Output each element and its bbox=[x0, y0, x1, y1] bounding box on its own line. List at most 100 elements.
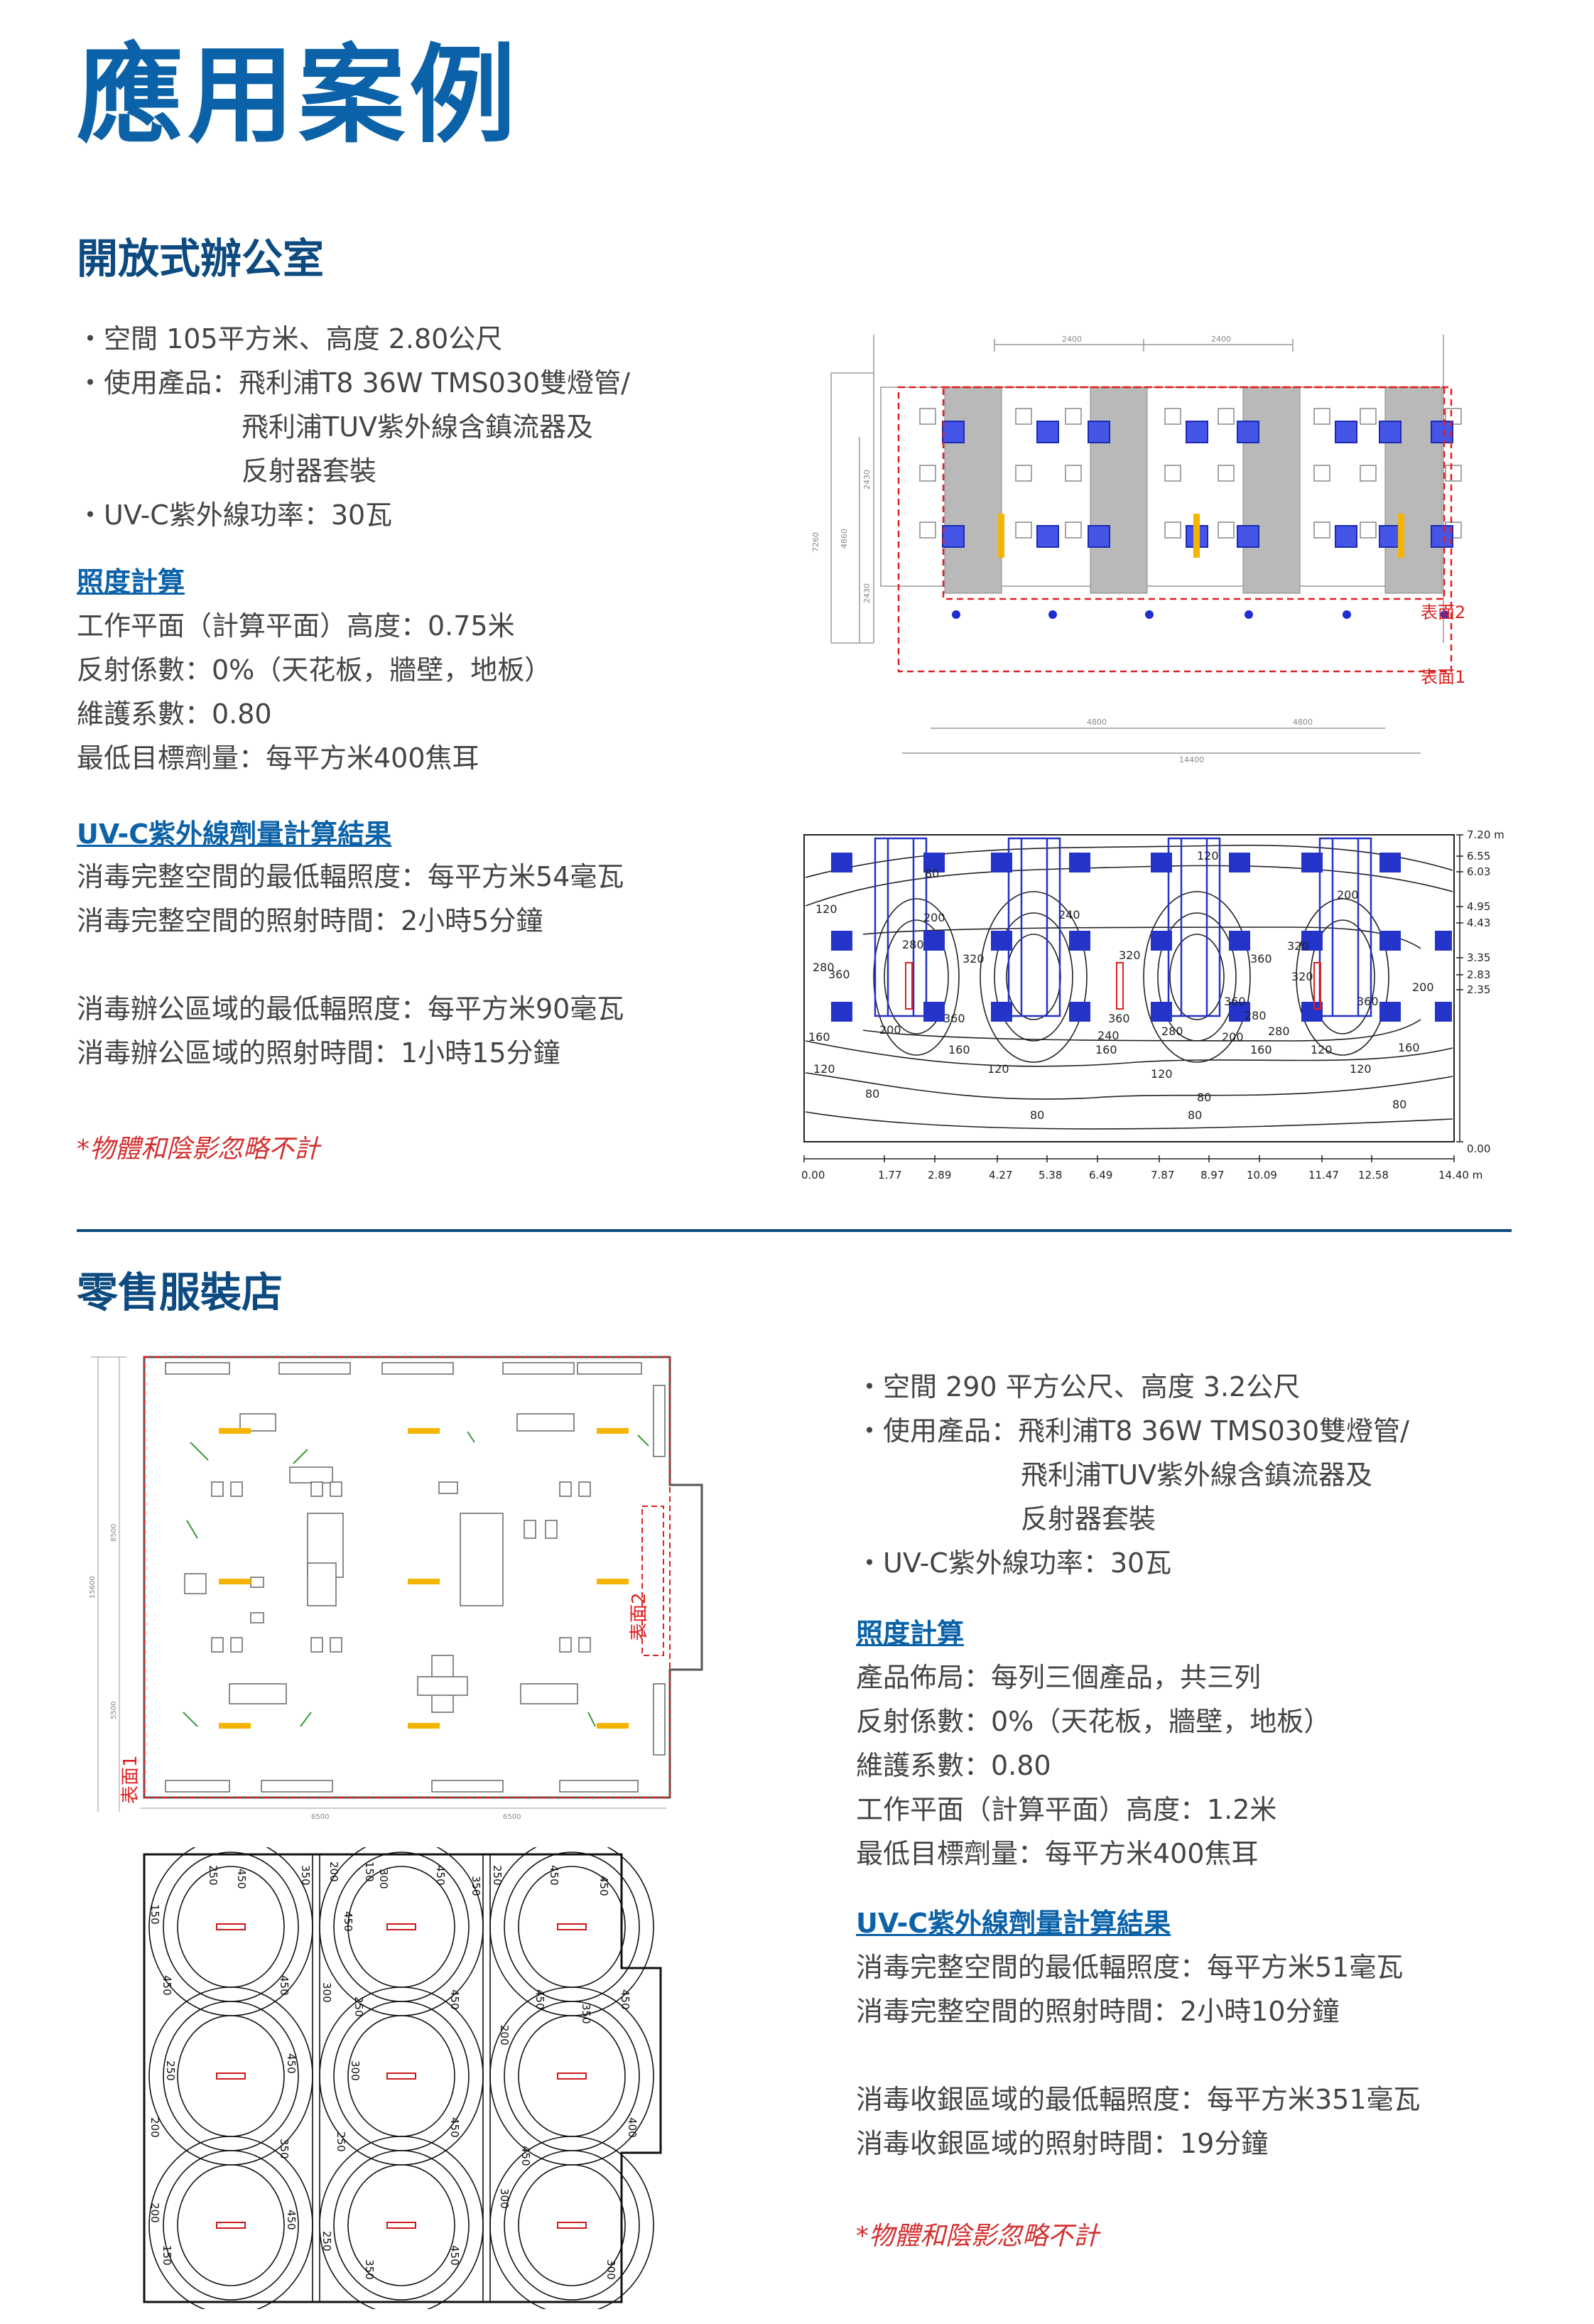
contour-label: 450 bbox=[448, 2245, 461, 2266]
retail-dim: 8500 bbox=[110, 1524, 118, 1542]
retail-result-line: 消毒收銀區域的照射時間：19分鐘 bbox=[856, 2128, 1269, 2159]
retail-result-line: 消毒收銀區域的最低輻照度：每平方米351毫瓦 bbox=[856, 2084, 1421, 2115]
office-calc-line: 維護系數：0.80 bbox=[77, 698, 272, 730]
retail-spec-product: ・使用產品：飛利浦T8 36W TMS030雙燈管/ bbox=[856, 1415, 1409, 1447]
x-tick: 14.40 m bbox=[1438, 1169, 1482, 1182]
y-tick: 0.00 bbox=[1467, 1142, 1490, 1155]
x-tick: 5.38 bbox=[1039, 1169, 1062, 1182]
retail-section-title: 零售服裝店 bbox=[77, 1268, 283, 1317]
retail-calc-block: 產品佈局：每列三個產品，共三列 反射係數：0%（天花板，牆壁，地板） 維護系數：… bbox=[856, 1655, 1330, 1876]
retail-calc-line: 最低目標劑量：每平方米400焦耳 bbox=[856, 1838, 1259, 1869]
contour-label: 350 bbox=[278, 2139, 291, 2159]
office-calc-header: 照度計算 bbox=[77, 566, 185, 598]
y-tick: 6.03 bbox=[1467, 865, 1490, 878]
retail-calc-line: 產品佈局：每列三個產品，共三列 bbox=[856, 1662, 1262, 1693]
contour-label: 200 bbox=[1222, 1030, 1244, 1044]
contour-label: 200 bbox=[879, 1023, 901, 1037]
contour-label: 300 bbox=[320, 1982, 333, 2003]
office-calc-line: 最低目標劑量：每平方米400焦耳 bbox=[77, 742, 479, 774]
contour-label: 150 bbox=[148, 1904, 161, 1925]
office-result-line: 消毒完整空間的最低輻照度：每平方米54毫瓦 bbox=[77, 861, 624, 892]
office-contour-lines bbox=[805, 844, 1453, 1130]
office-contour-y-axis bbox=[1456, 834, 1463, 1142]
retail-dim: 5500 bbox=[110, 1702, 118, 1719]
contour-label: 120 bbox=[1311, 1043, 1333, 1056]
y-tick: 4.43 bbox=[1467, 917, 1490, 929]
retail-dim: 15600 bbox=[89, 1576, 97, 1599]
dim-top: 2400 bbox=[1211, 335, 1231, 344]
retail-spec-product-cont2: 反射器套裝 bbox=[1021, 1503, 1156, 1535]
contour-label: 450 bbox=[278, 1975, 291, 1996]
office-contour-luminaires bbox=[831, 853, 1452, 1022]
retail-contour-lines bbox=[148, 1847, 654, 2309]
contour-label: 360 bbox=[1357, 995, 1379, 1008]
retail-result-line: 消毒完整空間的照射時間：2小時10分鐘 bbox=[856, 1996, 1340, 2027]
dim-top: 2400 bbox=[1062, 335, 1082, 344]
contour-label: 300 bbox=[349, 2060, 362, 2081]
office-section-title: 開放式辦公室 bbox=[77, 234, 325, 283]
y-tick: 7.20 m bbox=[1467, 828, 1504, 841]
contour-label: 450 bbox=[548, 1865, 560, 1886]
retail-result-block: 消毒完整空間的最低輻照度：每平方米51毫瓦 消毒完整空間的照射時間：2小時10分… bbox=[856, 1945, 1421, 2166]
dim-left: 2430 bbox=[862, 470, 872, 490]
contour-label: 200 bbox=[148, 2203, 161, 2223]
dim-left: 7260 bbox=[811, 532, 820, 552]
contour-label: 280 bbox=[813, 961, 835, 974]
contour-label: 360 bbox=[1108, 1012, 1130, 1025]
retail-spec-space: ・空間 290 平方公尺、高度 3.2公尺 bbox=[856, 1371, 1301, 1402]
contour-label: 280 bbox=[1245, 1009, 1267, 1022]
x-tick: 0.00 bbox=[801, 1169, 825, 1182]
x-tick: 8.97 bbox=[1200, 1169, 1224, 1182]
x-tick: 10.09 bbox=[1247, 1169, 1277, 1182]
retail-calc-line: 維護系數：0.80 bbox=[856, 1750, 1051, 1781]
contour-label: 80 bbox=[925, 867, 939, 880]
dim-bottom: 4800 bbox=[1087, 718, 1107, 727]
x-tick: 6.49 bbox=[1089, 1169, 1112, 1182]
retail-result-line: 消毒完整空間的最低輻照度：每平方米51毫瓦 bbox=[856, 1952, 1404, 1983]
contour-label: 300 bbox=[498, 2188, 511, 2209]
office-result-line: 消毒完整空間的照射時間：2小時5分鐘 bbox=[77, 905, 543, 936]
retail-calc-header: 照度計算 bbox=[856, 1618, 965, 1649]
contour-label: 280 bbox=[902, 938, 924, 951]
retail-surface-1-label: 表面1 bbox=[120, 1755, 141, 1804]
retail-dim: 6500 bbox=[311, 1813, 329, 1821]
retail-contour-labels: 150 250 450 350 200 450 150 300 450 450 … bbox=[148, 1861, 639, 2280]
office-specs: ・空間 105平方米、高度 2.80公尺 ・使用產品：飛利浦T8 36W TMS… bbox=[77, 317, 630, 537]
contour-label: 450 bbox=[519, 2146, 532, 2166]
contour-label: 400 bbox=[626, 2117, 639, 2138]
x-tick: 7.87 bbox=[1151, 1169, 1174, 1182]
y-tick: 2.35 bbox=[1467, 983, 1490, 996]
contour-label: 150 bbox=[363, 1861, 376, 1882]
office-result-line: 消毒辦公區域的照射時間：1小時15分鐘 bbox=[77, 1037, 560, 1069]
retail-calc-line: 反射係數：0%（天花板，牆壁，地板） bbox=[856, 1706, 1331, 1737]
retail-mannequins bbox=[183, 1431, 649, 1727]
retail-footnote: *物體和陰影忽略不計 bbox=[856, 2222, 1100, 2251]
contour-label: 450 bbox=[619, 1989, 631, 2010]
contour-label: 450 bbox=[448, 1989, 461, 2010]
dim-left: 2430 bbox=[862, 583, 872, 603]
contour-label: 450 bbox=[285, 2210, 298, 2230]
contour-label: 160 bbox=[948, 1043, 970, 1056]
contour-label: 160 bbox=[1250, 1043, 1272, 1056]
x-tick: 2.89 bbox=[928, 1169, 951, 1182]
contour-label: 200 bbox=[923, 911, 945, 924]
office-result-block: 消毒完整空間的最低輻照度：每平方米54毫瓦 消毒完整空間的照射時間：2小時5分鐘… bbox=[77, 855, 624, 1075]
contour-label: 120 bbox=[1151, 1067, 1173, 1081]
contour-label: 200 bbox=[1337, 888, 1359, 902]
section-divider bbox=[77, 1229, 1512, 1232]
contour-label: 160 bbox=[1095, 1043, 1117, 1056]
office-spec-space: ・空間 105平方米、高度 2.80公尺 bbox=[77, 323, 503, 355]
contour-label: 120 bbox=[1350, 1062, 1372, 1076]
contour-label: 200 bbox=[1412, 980, 1434, 994]
contour-label: 320 bbox=[1291, 970, 1313, 983]
contour-label: 120 bbox=[815, 902, 837, 916]
contour-label: 360 bbox=[943, 1012, 965, 1025]
contour-label: 160 bbox=[808, 1030, 830, 1044]
office-contour-labels: 80 120 120 200 200 240 280 280 320 320 3… bbox=[808, 849, 1434, 1122]
contour-label: 300 bbox=[377, 1869, 390, 1889]
contour-label: 350 bbox=[470, 1876, 482, 1896]
page-title: 應用案例 bbox=[77, 34, 521, 158]
retail-racks bbox=[165, 1362, 666, 1793]
office-calc-block: 工作平面（計算平面）高度：0.75米 反射係數：0%（天花板，牆壁，地板） 維護… bbox=[77, 604, 551, 780]
contour-label: 150 bbox=[161, 2245, 173, 2266]
